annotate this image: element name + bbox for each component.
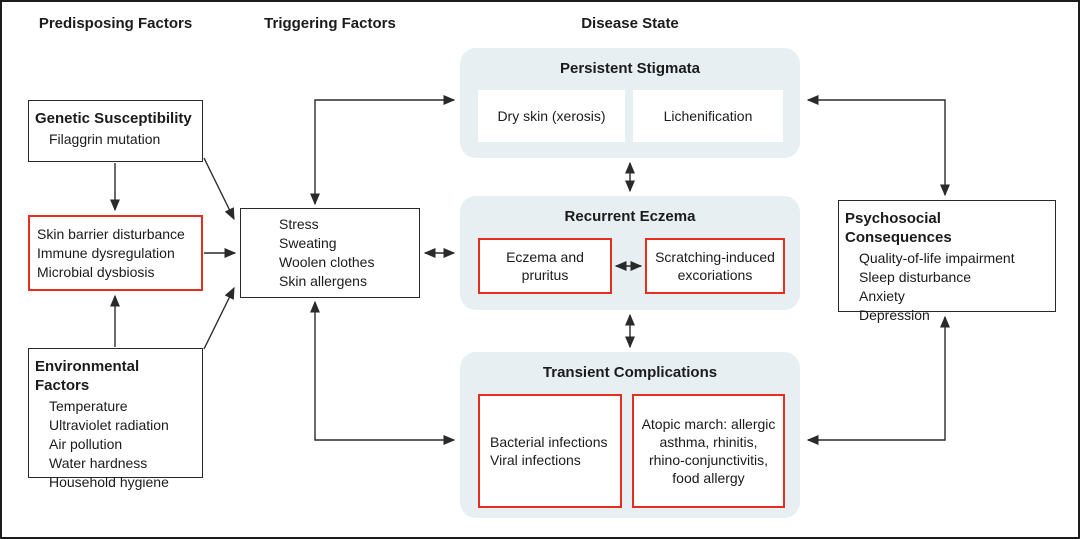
header-predisposing-factors: Predisposing Factors [38,15,193,32]
trigger-item: Skin allergens [279,273,367,289]
triggering-factors-box: Stress Sweating Woolen clothes Skin alle… [240,208,420,298]
lichenification-cell: Lichenification [633,90,783,142]
arrow-triggering-complications [309,300,456,446]
persistent-stigmata-panel: Persistent Stigmata Dry skin (xerosis) L… [460,48,800,158]
atopic-march-cell: Atopic march: allergic asthma, rhinitis,… [632,394,785,508]
recurrent-eczema-panel: Recurrent Eczema Eczema and pruritus Scr… [460,196,800,310]
header-triggering-factors: Triggering Factors [264,15,396,32]
arrow-genetic-to-triggering [203,157,235,221]
environmental-title: Environmental Factors [35,358,140,394]
environmental-item: Air pollution [49,436,123,452]
environmental-item: Temperature [49,398,128,414]
psychosocial-item: Depression [859,307,930,323]
infections-line: Bacterial infections [490,434,608,450]
environmental-factors-box: Environmental Factors Temperature Ultrav… [28,348,203,490]
arrow-complications-psychosocial [806,315,951,446]
psychosocial-title: Psychosocial Consequences [845,210,952,246]
header-disease-state: Disease State [581,15,679,32]
transient-complications-title: Transient Complications [542,364,718,381]
genetic-susceptibility-title: Genetic Susceptibility [35,110,192,127]
environmental-item: Ultraviolet radiation [49,417,169,433]
arrow-triggering-stigmata [309,94,456,206]
persistent-stigmata-title: Persistent Stigmata [559,60,701,77]
infections-cell: Bacterial infections Viral infections [478,394,622,508]
psychosocial-item: Anxiety [859,288,905,304]
trigger-item: Stress [279,216,319,232]
pathogenesis-line: Microbial dysbiosis [37,263,155,280]
scratching-excoriations-cell: Scratching-induced excoriations [645,238,785,294]
arrow-environmental-to-triggering [203,286,235,350]
genetic-item: Filaggrin mutation [49,131,161,147]
psychosocial-item: Quality-of-life impairment [859,250,1015,266]
psychosocial-item: Sleep disturbance [859,269,972,285]
environmental-item: Water hardness [49,455,148,471]
eczema-pruritus-cell: Eczema and pruritus [478,238,612,294]
pathogenesis-line: Skin barrier disturbance [37,225,185,242]
trigger-item: Woolen clothes [279,254,375,270]
arrow-stigmata-psychosocial [806,94,951,197]
recurrent-eczema-title: Recurrent Eczema [564,208,696,225]
transient-complications-panel: Transient Complications Bacterial infect… [460,352,800,518]
environmental-item: Household hygiene [49,474,169,490]
psychosocial-consequences-box: Psychosocial Consequences Quality-of-lif… [838,200,1056,323]
trigger-item: Sweating [279,235,337,251]
infections-line: Viral infections [490,452,581,468]
genetic-susceptibility-box: Genetic Susceptibility Filaggrin mutatio… [28,100,203,162]
pathogenesis-box: Skin barrier disturbance Immune dysregul… [28,215,203,291]
pathogenesis-line: Immune dysregulation [37,244,175,261]
dry-skin-cell: Dry skin (xerosis) [478,90,625,142]
